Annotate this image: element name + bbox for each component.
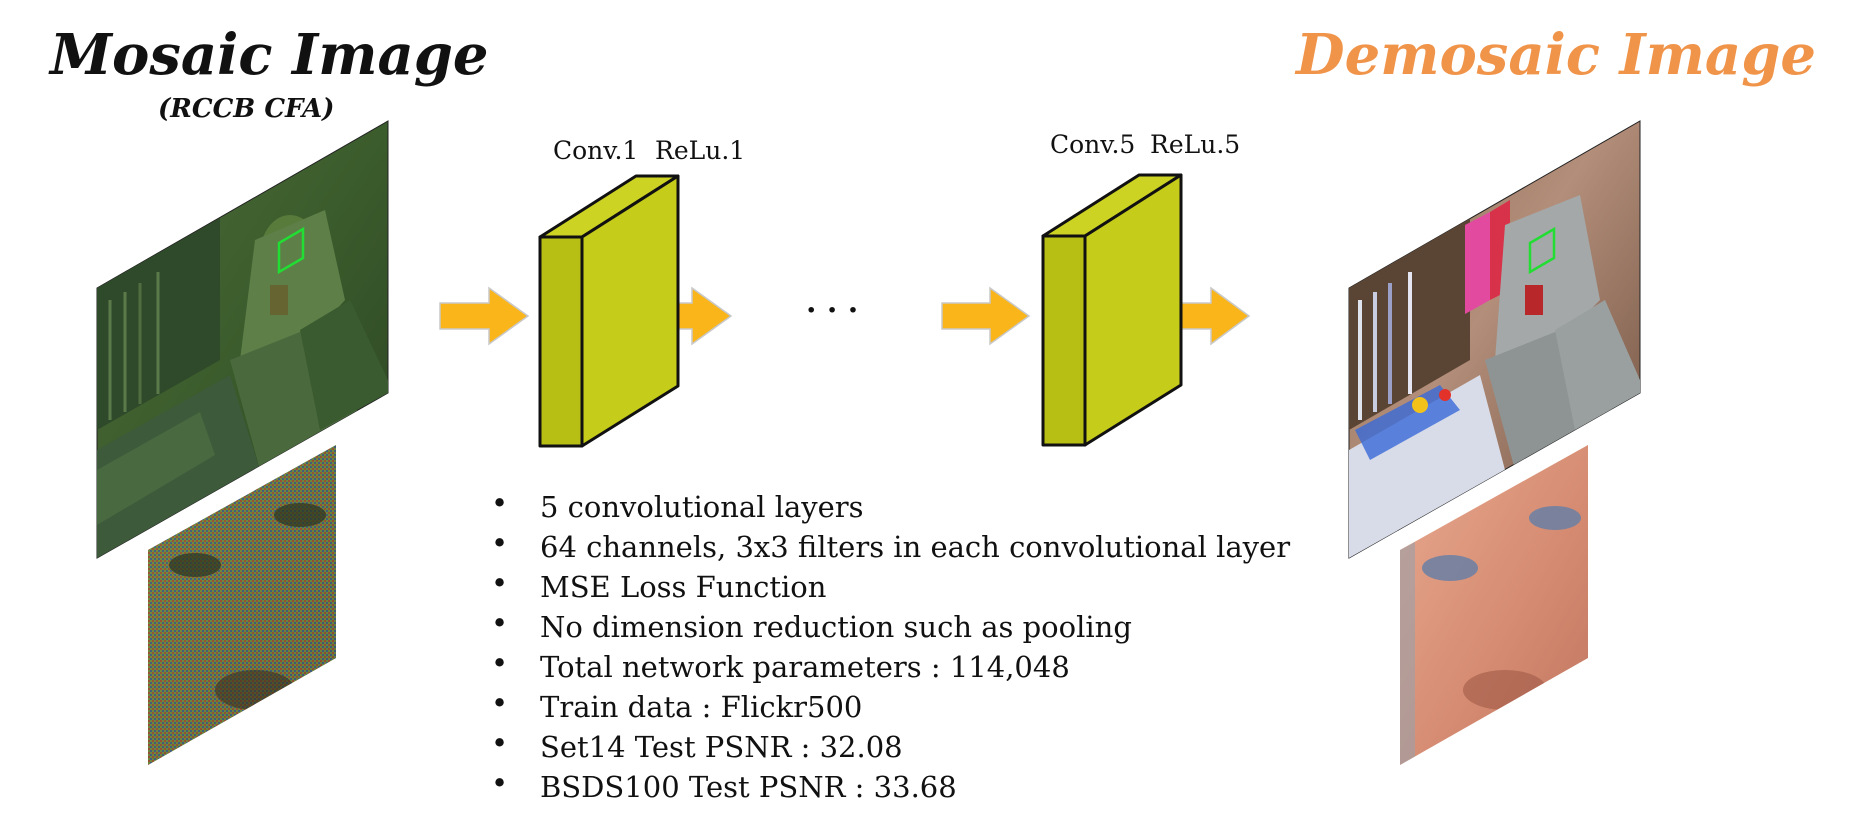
bullet-item: • Set14 Test PSNR : 32.08: [491, 726, 903, 764]
conv-layer-5-label: Conv.5: [1050, 130, 1135, 159]
bullet-text: BSDS100 Test PSNR : 33.68: [540, 770, 957, 804]
bullet-text: Total network parameters : 114,048: [540, 650, 1070, 684]
bullet-glyph: •: [491, 686, 508, 720]
conv-layer-1-block: [538, 174, 680, 448]
bullet-item: • MSE Loss Function: [491, 566, 826, 604]
bullet-item: • 5 convolutional layers: [491, 486, 864, 524]
demosaic-highlight-box: [1528, 226, 1556, 275]
arrow-1: [439, 286, 530, 346]
bullet-item: • 64 channels, 3x3 filters in each convo…: [491, 526, 1290, 564]
mosaic-image-title: Mosaic Image: [48, 22, 489, 88]
ellipsis: · · ·: [806, 293, 858, 328]
relu-layer-1-label: ReLu.1: [655, 136, 745, 165]
mosaic-highlight-box: [277, 226, 305, 275]
relu-layer-5-label: ReLu.5: [1150, 130, 1240, 159]
bullet-glyph: •: [491, 726, 508, 760]
conv-layer-5-block: [1041, 173, 1183, 447]
arrow-3: [941, 286, 1031, 346]
bullet-text: Train data : Flickr500: [540, 690, 862, 724]
bullet-glyph: •: [491, 606, 508, 640]
bullet-item: • Total network parameters : 114,048: [491, 646, 1070, 684]
bullet-glyph: •: [491, 526, 508, 560]
bullet-text: MSE Loss Function: [540, 570, 826, 604]
bullet-glyph: •: [491, 486, 508, 520]
bullet-glyph: •: [491, 566, 508, 600]
features-bullet-list: • 5 convolutional layers • 64 channels, …: [491, 486, 1290, 804]
mosaic-image-subtitle: (RCCB CFA): [158, 94, 334, 124]
demosaic-image: [1348, 120, 1641, 559]
bullet-item: • Train data : Flickr500: [491, 686, 862, 724]
mosaic-image: [96, 120, 389, 559]
bullet-glyph: •: [491, 766, 508, 800]
demosaic-image-title: Demosaic Image: [1294, 22, 1816, 88]
bullet-text: Set14 Test PSNR : 32.08: [540, 730, 903, 764]
bullet-text: 5 convolutional layers: [540, 490, 864, 524]
bullet-text: 64 channels, 3x3 filters in each convolu…: [540, 530, 1290, 564]
bullet-glyph: •: [491, 646, 508, 680]
bullet-item: • No dimension reduction such as pooling: [491, 606, 1132, 644]
bullet-text: No dimension reduction such as pooling: [540, 610, 1132, 644]
conv-layer-1-label: Conv.1: [553, 136, 638, 165]
bullet-item: • BSDS100 Test PSNR : 33.68: [491, 766, 957, 804]
